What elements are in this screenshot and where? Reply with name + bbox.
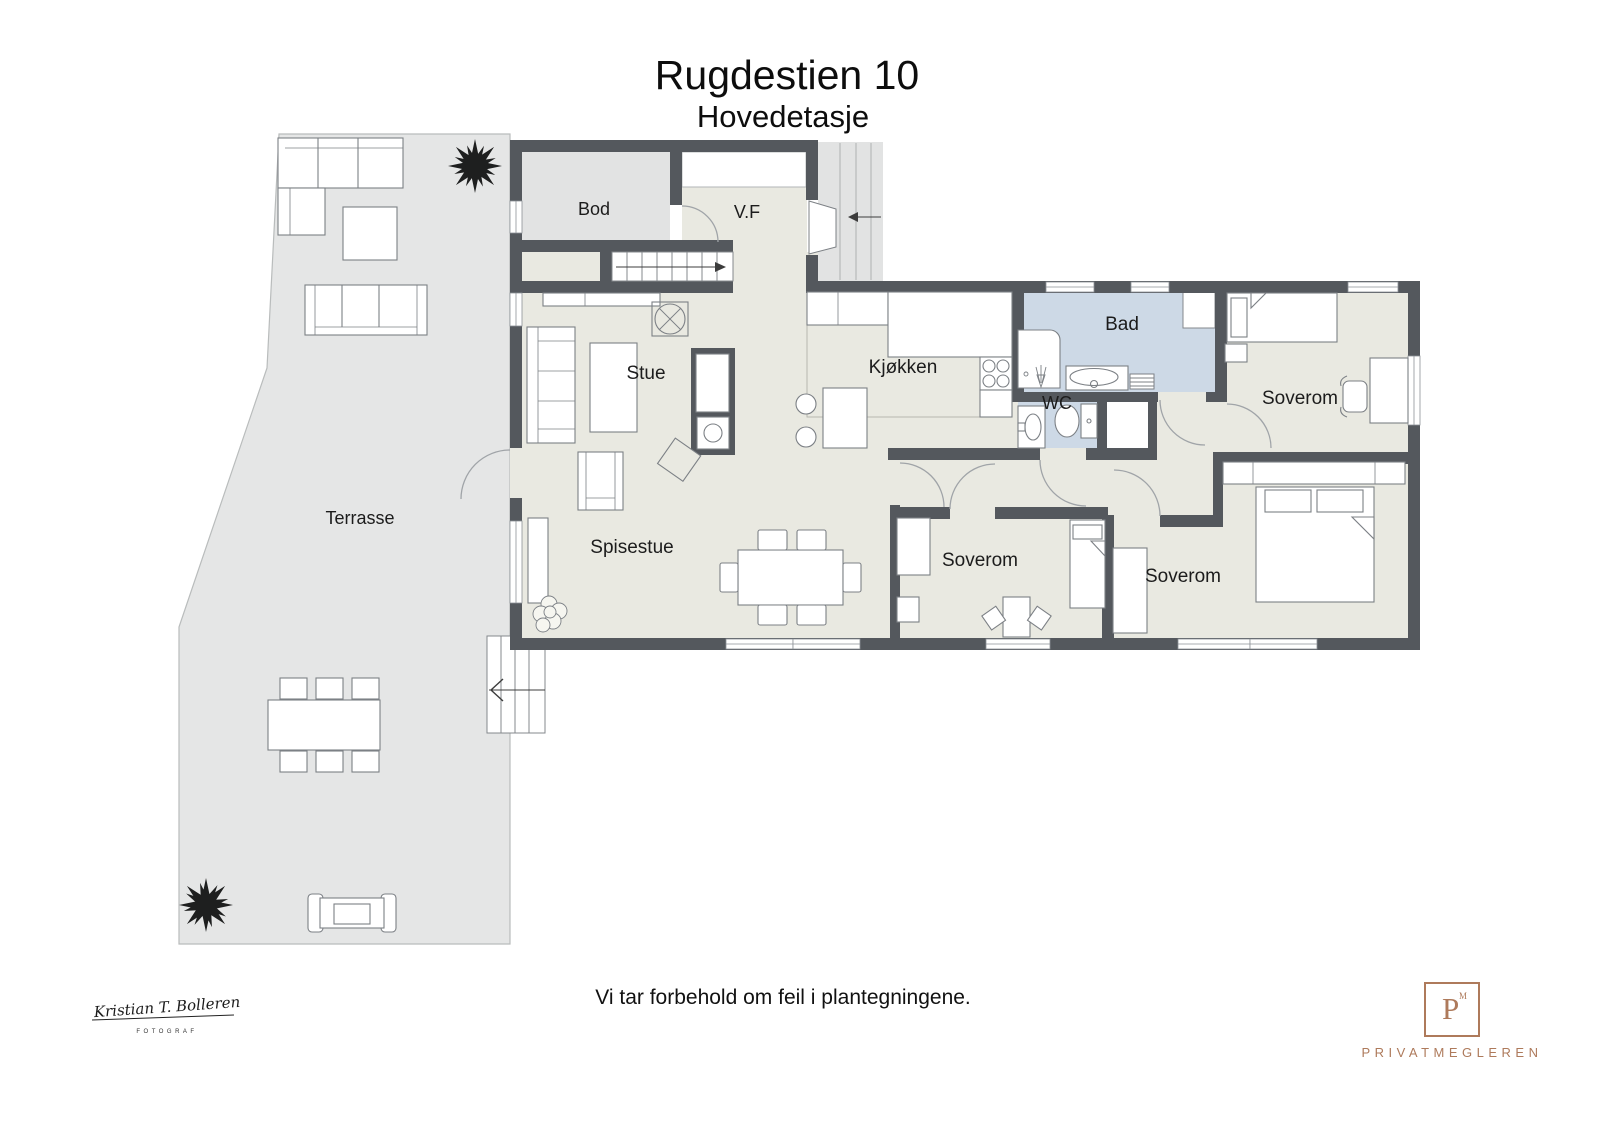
logo-box: P M (1424, 982, 1480, 1037)
plant-icon (532, 595, 568, 633)
room-label-wc: WC (1042, 393, 1072, 413)
tree-icon (179, 139, 502, 932)
furniture (526, 291, 1409, 638)
photographer-signature: Kristian T. Bolleren FOTOGRAF (92, 993, 242, 1038)
disclaimer-text: Vi tar forbehold om feil i plantegningen… (595, 986, 971, 1009)
room-label-bad: Bad (1105, 314, 1139, 335)
terrace-stairs (486, 635, 546, 734)
door-arcs (460, 205, 1272, 517)
logo-wordmark: PRIVATMEGLEREN (1361, 1045, 1543, 1060)
room-label-soverom-top: Soverom (1262, 388, 1338, 409)
logo-letter: P (1442, 991, 1460, 1026)
desk-chair-icon (1340, 375, 1368, 418)
logo-superscript: M (1459, 991, 1468, 1001)
room-label-soverom-bottom: Soverom (1145, 566, 1221, 587)
windows (509, 200, 1421, 650)
privatmegleren-logo: P M PRIVATMEGLEREN (1362, 982, 1600, 1060)
room-label-soverom-middle: Soverom (942, 550, 1018, 571)
page-subtitle: Hovedetasje (696, 99, 870, 134)
fireplace-icon (651, 301, 689, 337)
terrace-furniture (267, 137, 428, 933)
radiator-icon (1129, 373, 1155, 390)
room-label-spisestue: Spisestue (590, 537, 673, 558)
entry-door-leaf (808, 200, 837, 255)
room-label-vf: V.F (734, 202, 760, 222)
room-label-stue: Stue (626, 363, 665, 384)
room-label-kjokken: Kjøkken (869, 357, 938, 378)
page-title: Rugdestien 10 (654, 52, 920, 98)
shower-icon (1023, 365, 1047, 389)
terrace (178, 133, 511, 945)
interior-stairs (611, 251, 734, 282)
room-label-bod: Bod (578, 199, 610, 219)
entry-porch-steps (682, 143, 881, 280)
room-label-terrasse: Terrasse (325, 508, 394, 528)
toilet-icon (1054, 403, 1098, 439)
door-openings (510, 448, 522, 498)
photographer-title: FOTOGRAF (136, 1029, 198, 1035)
